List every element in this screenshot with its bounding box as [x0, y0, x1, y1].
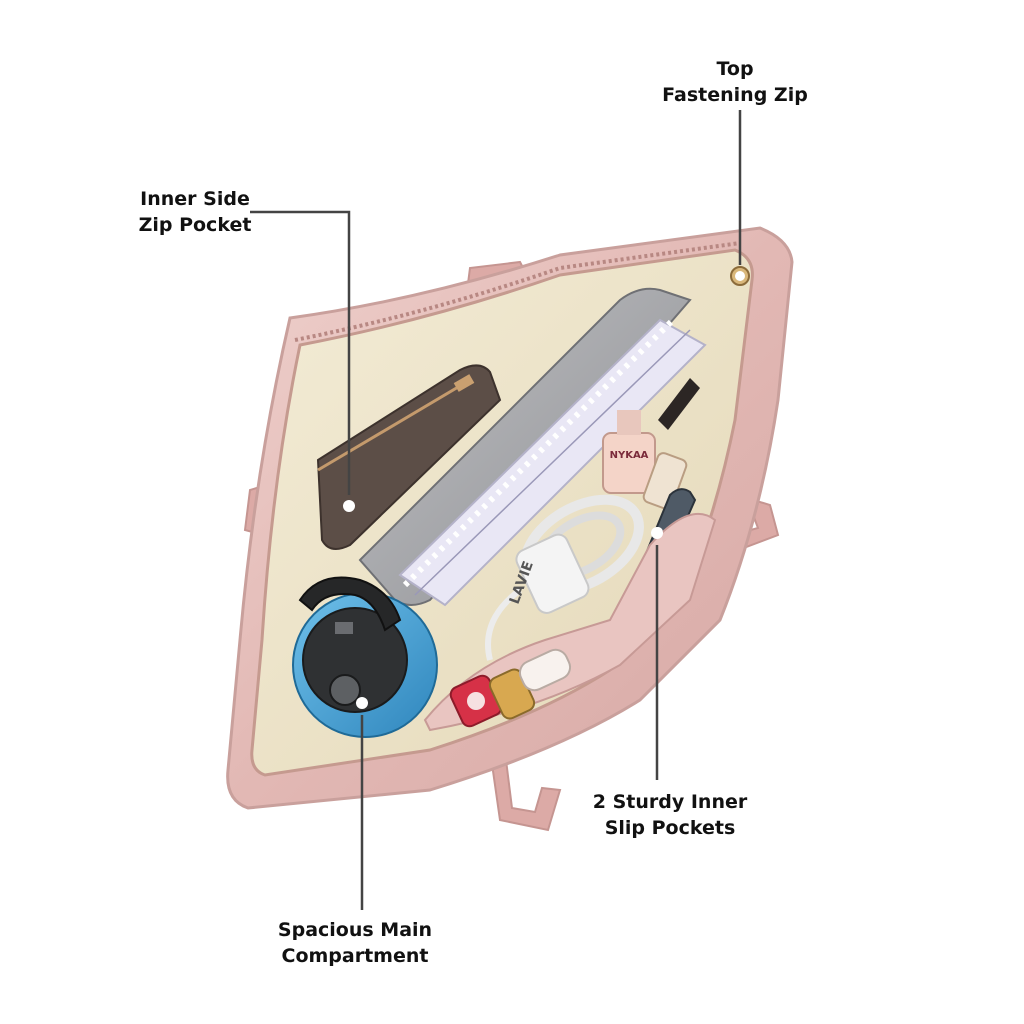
callout-main-compartment: Spacious Main Compartment	[245, 917, 465, 969]
callout-main-line1: Spacious Main	[277, 919, 433, 941]
callout-dot-slip	[651, 527, 663, 539]
charger-cable	[485, 494, 644, 661]
callout-dot-main	[356, 697, 368, 709]
inner-side-zip-pocket	[316, 364, 502, 550]
callout-slip-pockets: 2 Sturdy Inner Slip Pockets	[560, 789, 780, 841]
callout-slip-line2: Slip Pockets	[604, 817, 736, 839]
callout-lines	[250, 110, 742, 910]
top-zip-track	[294, 241, 741, 342]
callout-dot-inner-side	[343, 500, 355, 512]
nail-polish-brand-text: NYKAA	[610, 450, 649, 461]
callout-inner-side-zip-pocket: Inner Side Zip Pocket	[110, 186, 280, 238]
lipsticks	[449, 648, 572, 728]
callout-slip-line1: 2 Sturdy Inner	[592, 791, 748, 813]
callout-inner-side-line1: Inner Side	[140, 188, 250, 210]
water-bottle	[292, 576, 438, 738]
callout-top-line2: Fastening Zip	[662, 84, 808, 106]
callout-main-line2: Compartment	[281, 945, 429, 967]
callout-inner-side-line2: Zip Pocket	[138, 214, 252, 236]
spiral-notebook	[398, 315, 707, 607]
callout-line-inner-side	[250, 210, 351, 495]
callout-top-line1: Top	[716, 58, 754, 80]
callout-top-fastening-zip: Top Fastening Zip	[640, 56, 830, 108]
callout-dot-top	[735, 271, 745, 281]
cosmetics-top	[602, 378, 700, 510]
